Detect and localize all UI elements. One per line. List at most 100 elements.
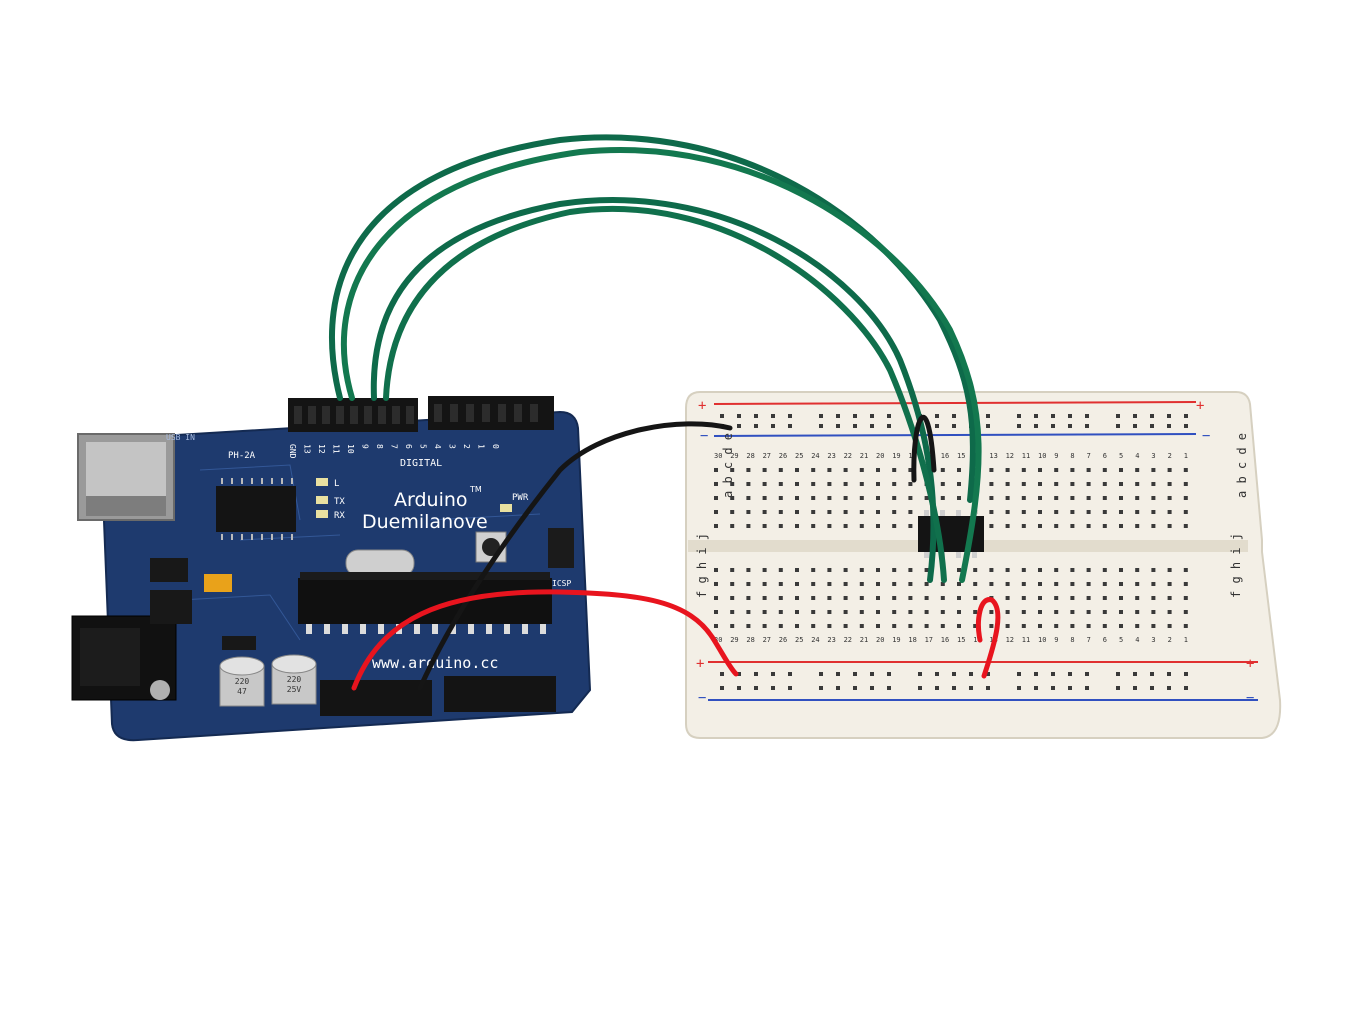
hole-bottom-1-8	[843, 582, 848, 586]
hole-bottom-3-8	[843, 610, 848, 614]
hole-bottom-4-24	[1102, 624, 1107, 628]
hole-bottom-1-20	[1038, 582, 1042, 586]
row-number: 22	[844, 636, 852, 644]
hole-bottom-4-15	[957, 624, 961, 628]
hole-top-2-26	[1135, 496, 1140, 500]
hole-bottom-0-2	[746, 568, 751, 572]
green-wire-1	[328, 134, 976, 503]
hole-top-0-1	[730, 468, 735, 472]
hole-top-1-4	[778, 482, 783, 486]
hole-bottom-1-12	[908, 582, 913, 586]
hole-bottom-4-29	[1183, 624, 1188, 628]
rail-hole-2-12	[952, 672, 956, 676]
hole-bottom-1-10	[876, 582, 880, 586]
row-number: 6	[1103, 636, 1107, 644]
trademark-label: TM	[469, 485, 482, 494]
rail-minus-bottom-left: −	[698, 690, 706, 706]
hole-top-4-29	[1183, 524, 1188, 528]
hole-bottom-0-9	[859, 568, 864, 572]
rail-hole-0-3	[771, 414, 775, 418]
hole-top-4-25	[1119, 524, 1123, 528]
hole-bottom-4-13	[924, 624, 929, 628]
hole-bottom-3-9	[859, 610, 864, 614]
hole-bottom-2-0	[714, 596, 718, 600]
hole-bottom-2-6	[811, 596, 816, 600]
hole-bottom-0-25	[1119, 568, 1123, 572]
capacitor-1: 220 47	[219, 656, 265, 707]
hole-bottom-1-11	[892, 582, 897, 586]
hole-top-0-22	[1070, 468, 1075, 472]
hole-top-3-9	[859, 510, 864, 514]
hole-top-3-2	[746, 510, 751, 514]
hole-top-4-18	[1005, 524, 1010, 528]
row-number: 15	[957, 452, 965, 460]
pin-label-3: 3	[448, 444, 457, 449]
hole-bottom-0-18	[1005, 568, 1010, 572]
hole-top-0-0	[714, 468, 718, 472]
hole-top-4-28	[1167, 524, 1172, 528]
hole-bottom-3-25	[1119, 610, 1123, 614]
rail-hole-1-8	[870, 424, 874, 428]
hole-top-0-27	[1151, 468, 1156, 472]
hole-bottom-0-16	[973, 568, 978, 572]
hole-top-2-15	[957, 496, 961, 500]
hole-bottom-0-10	[876, 568, 880, 572]
hole-top-1-15	[957, 482, 961, 486]
hole-bottom-0-22	[1070, 568, 1075, 572]
hole-bottom-1-15	[957, 582, 961, 586]
rail-hole-0-8	[870, 414, 874, 418]
row-number: 3	[1151, 636, 1155, 644]
rail-hole-0-17	[1051, 414, 1055, 418]
hole-bottom-4-21	[1054, 624, 1059, 628]
hole-bottom-3-7	[827, 610, 832, 614]
hole-bottom-1-16	[973, 582, 978, 586]
row-number: 28	[746, 636, 754, 644]
rail-hole-3-17	[1051, 686, 1055, 690]
hole-bottom-3-2	[746, 610, 751, 614]
hole-bottom-3-15	[957, 610, 961, 614]
rail-hole-2-10	[918, 672, 922, 676]
row-number: 8	[1070, 452, 1074, 460]
rail-hole-2-21	[1133, 672, 1137, 676]
hole-bottom-0-29	[1183, 568, 1188, 572]
hole-top-1-29	[1183, 482, 1188, 486]
hole-top-1-1	[730, 482, 735, 486]
green-wire-2	[341, 147, 982, 583]
rail-hole-3-2	[754, 686, 758, 690]
hole-top-1-8	[843, 482, 848, 486]
hole-bottom-4-23	[1086, 624, 1091, 628]
pwr-label: PWR	[512, 493, 529, 503]
hole-bottom-3-6	[811, 610, 816, 614]
row-number: 27	[763, 636, 771, 644]
rail-hole-2-5	[819, 672, 823, 676]
hole-bottom-2-2	[746, 596, 751, 600]
breadboard-body	[685, 391, 1282, 739]
hole-top-2-1	[730, 496, 735, 500]
rail-hole-2-19	[1085, 672, 1089, 676]
hole-bottom-2-25	[1119, 596, 1123, 600]
hole-top-2-2	[746, 496, 751, 500]
hole-top-4-5	[795, 524, 799, 528]
hole-top-4-0	[714, 524, 718, 528]
hole-bottom-0-7	[827, 568, 832, 572]
row-number: 3	[1151, 452, 1155, 460]
hole-bottom-2-18	[1005, 596, 1010, 600]
hole-top-0-29	[1183, 468, 1188, 472]
hole-bottom-0-19	[1021, 568, 1026, 572]
row-number: 26	[779, 452, 787, 460]
row-number: 24	[811, 452, 819, 460]
hole-bottom-2-28	[1167, 596, 1172, 600]
row-number: 21	[860, 452, 868, 460]
hole-bottom-3-28	[1167, 610, 1172, 614]
hole-top-1-21	[1054, 482, 1059, 486]
hole-top-0-19	[1021, 468, 1026, 472]
row-number: 17	[925, 636, 933, 644]
row-number: 2	[1168, 452, 1172, 460]
hole-top-0-8	[843, 468, 848, 472]
rail-hole-1-16	[1034, 424, 1038, 428]
hole-bottom-0-15	[957, 568, 961, 572]
hole-top-1-26	[1135, 482, 1140, 486]
hole-bottom-0-21	[1054, 568, 1059, 572]
hole-bottom-2-24	[1102, 596, 1107, 600]
hole-top-0-10	[876, 468, 880, 472]
